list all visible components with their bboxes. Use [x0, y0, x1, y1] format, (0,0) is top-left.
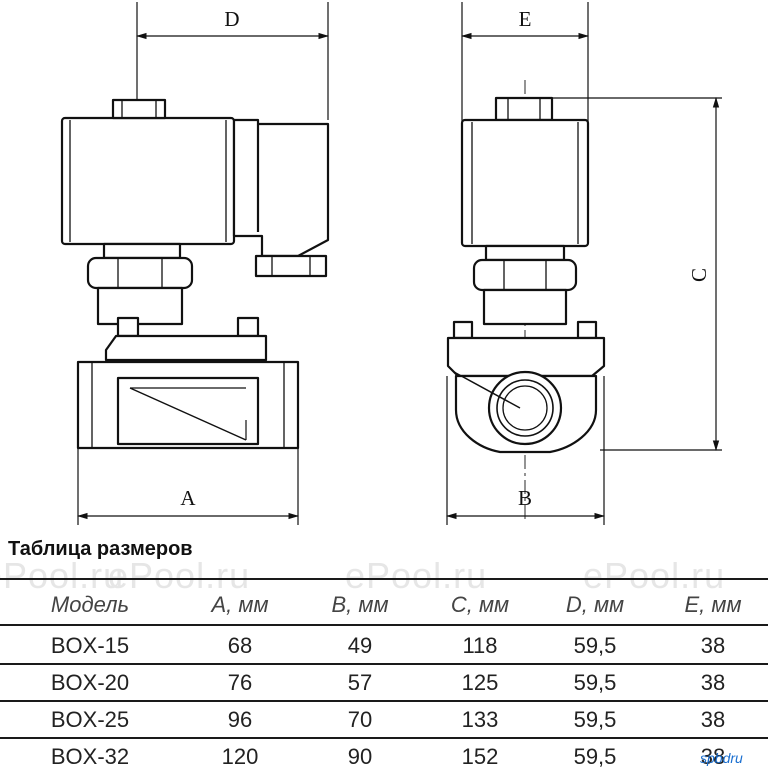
- table-row: BOX-15 68 49 118 59,5 38: [0, 627, 768, 665]
- site-logo: spbdru: [700, 750, 743, 766]
- header-cell: A, мм: [211, 592, 269, 617]
- front-view: [60, 2, 330, 525]
- side-view: [445, 2, 722, 525]
- dimension-b-label: B: [518, 486, 532, 510]
- dimension-c-label: C: [687, 268, 711, 282]
- table-row: BOX-25 96 70 133 59,5 38: [0, 701, 768, 739]
- table-rule: [0, 578, 768, 580]
- table-cell: 96: [227, 707, 253, 732]
- table-rule: [0, 700, 768, 702]
- table-cell: 59,5: [573, 707, 617, 732]
- table-rule: [0, 624, 768, 626]
- table-cell: 57: [347, 670, 373, 695]
- header-cell: D, мм: [565, 592, 625, 617]
- dimension-a-label: A: [180, 486, 196, 510]
- table-cell: 59,5: [573, 633, 617, 658]
- table-header-row: Модель A, мм B, мм C, мм D, мм E, мм: [0, 586, 768, 624]
- table-cell: 120: [221, 744, 259, 769]
- valve-technical-drawing: D E A B C: [60, 2, 722, 525]
- table-cell: 59,5: [573, 670, 617, 695]
- table-cell: BOX-20: [50, 670, 130, 695]
- table-cell: BOX-15: [50, 633, 130, 658]
- dimension-d-label: D: [224, 7, 239, 31]
- table-rule: [0, 737, 768, 739]
- watermark: ePool.ru: [108, 555, 251, 596]
- table-cell: 133: [461, 707, 499, 732]
- table-cell: 76: [227, 670, 253, 695]
- table-cell: 90: [347, 744, 373, 769]
- table-row: BOX-32 120 90 152 59,5 38: [0, 738, 768, 776]
- watermark: ePool.ru: [583, 555, 726, 596]
- table-cell: 118: [462, 633, 498, 658]
- header-cell: C, мм: [450, 592, 510, 617]
- table-cell: 59,5: [573, 744, 617, 769]
- table-cell: 70: [347, 707, 373, 732]
- table-cell: 38: [700, 633, 726, 658]
- table-cell: BOX-32: [50, 744, 130, 769]
- table-cell: 38: [700, 744, 726, 769]
- header-cell: B, мм: [331, 592, 389, 617]
- table-row: BOX-20 76 57 125 59,5 38: [0, 664, 768, 702]
- table-cell: 49: [347, 633, 373, 658]
- table-title: Таблица размеров: [8, 538, 193, 560]
- table-cell: 125: [461, 670, 499, 695]
- watermark: ePool.ru: [0, 555, 125, 596]
- table-cell: 68: [227, 633, 253, 658]
- header-cell: E, мм: [684, 592, 742, 617]
- header-cell: Модель: [50, 592, 130, 617]
- watermark: ePool.ru: [345, 555, 488, 596]
- table-cell: 38: [700, 670, 726, 695]
- dimension-e-label: E: [519, 7, 532, 31]
- table-cell: BOX-25: [50, 707, 130, 732]
- table-cell: 152: [461, 744, 499, 769]
- table-cell: 38: [700, 707, 726, 732]
- table-rule: [0, 663, 768, 665]
